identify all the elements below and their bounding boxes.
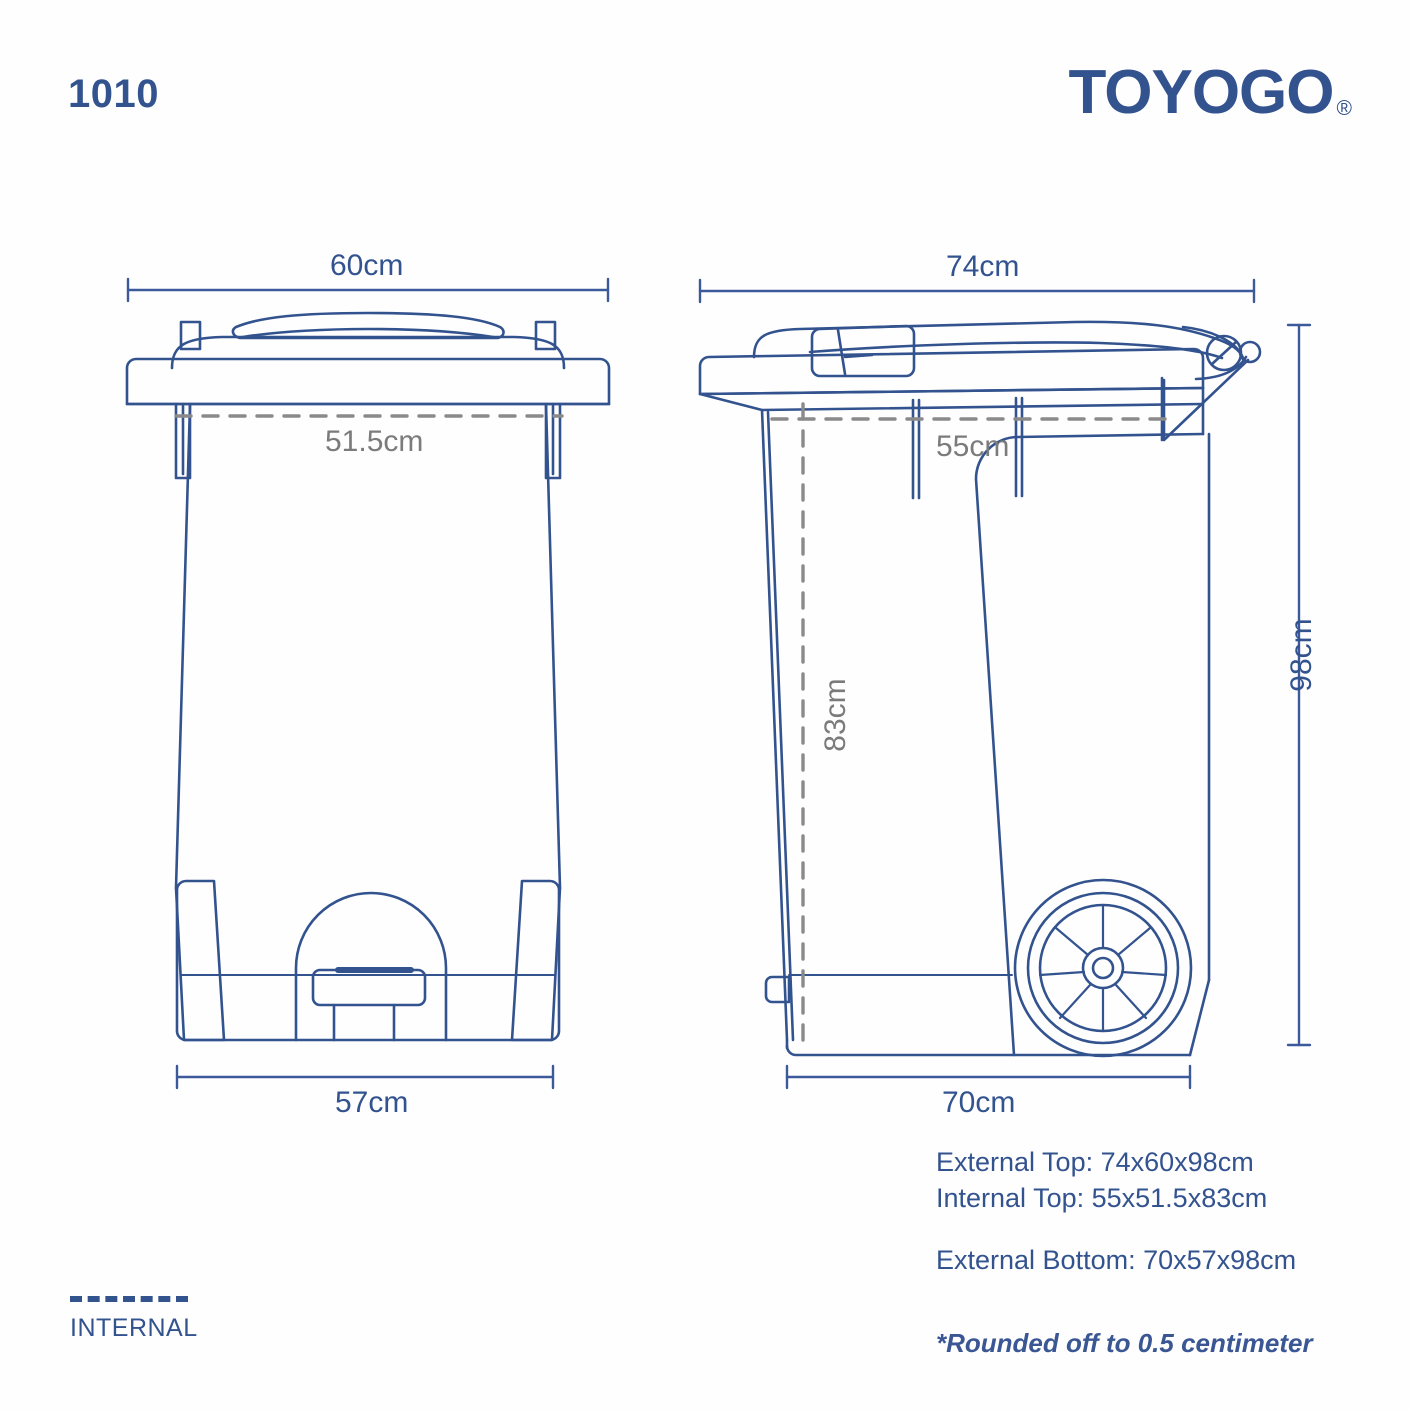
brand-wordmark: TOYOGO	[1068, 58, 1335, 127]
side-bottom-dimension-label: 70cm	[942, 1086, 1016, 1119]
side-lid-crease	[808, 341, 1224, 360]
front-view-group	[125, 277, 611, 1090]
footnote: *Rounded off to 0.5 centimeter	[936, 1328, 1313, 1358]
front-base-outline	[174, 886, 562, 1042]
side-rim-underside	[698, 392, 1205, 412]
spec-external-bottom: External Bottom: 70x57x98cm	[936, 1244, 1297, 1275]
front-foot-right	[510, 879, 561, 1042]
side-body-bottom	[785, 1044, 1192, 1057]
side-wheel	[1013, 878, 1193, 1058]
front-top-dimension-label: 60cm	[330, 249, 404, 282]
front-lid-handle	[231, 311, 505, 340]
side-hinge-bracket	[1162, 358, 1250, 442]
spec-external-top: External Top: 74x60x98cm	[936, 1147, 1254, 1177]
side-rear-shoulder	[974, 432, 1205, 1057]
legend-dashed-line-icon	[70, 1296, 188, 1302]
front-pedal-dome	[294, 891, 448, 1042]
side-top-dimension-line	[698, 278, 1256, 304]
wheel-rim-outer	[1038, 903, 1168, 1033]
front-lid-tab-left	[179, 320, 202, 351]
front-body-left-wall	[174, 402, 192, 890]
front-clip-left	[174, 402, 192, 480]
side-view-group	[698, 278, 1312, 1090]
side-body-left-wall-inner	[766, 410, 795, 1042]
side-hinge-circle-large	[1205, 334, 1243, 372]
side-bottom-dimension-line	[785, 1064, 1192, 1090]
product-code: 1010	[68, 72, 159, 116]
front-lid-tab-right	[534, 320, 557, 351]
spec-internal-top: Internal Top: 55x51.5x83cm	[936, 1182, 1268, 1213]
side-lid-rim-base	[698, 386, 1205, 396]
side-body-left-wall	[760, 408, 789, 1042]
side-hinge-arm-bottom	[1194, 355, 1248, 381]
side-lid-latch	[810, 324, 916, 378]
wheel-hub-center	[1091, 956, 1115, 980]
side-top-dimension-label: 74cm	[946, 250, 1020, 283]
front-lid-dome	[170, 335, 566, 370]
front-bottom-dimension-label: 57cm	[335, 1086, 409, 1119]
front-body-right-wall	[544, 402, 562, 890]
side-lid-rim	[698, 347, 1205, 396]
side-lid-top-profile	[752, 320, 1245, 360]
side-lid-latch-groove	[836, 328, 847, 376]
front-clip-right	[544, 402, 562, 480]
front-foot-left	[175, 879, 226, 1042]
front-lid-rim	[125, 357, 611, 406]
side-hinge-slash	[1210, 340, 1238, 366]
side-hinge-arm-top	[1181, 325, 1242, 354]
wheel-tire-outer	[1013, 878, 1193, 1058]
side-external-height-label: 98cm	[1285, 618, 1318, 692]
front-internal-width-label: 51.5cm	[325, 425, 424, 458]
spec-block: External Top: 74x60x98cm Internal Top: 5…	[936, 1145, 1296, 1279]
side-hinge-circle-small	[1238, 340, 1262, 364]
registered-trademark-icon: ®	[1336, 97, 1352, 120]
side-pedal-tab	[764, 975, 791, 1004]
front-lid-handle-crease	[241, 327, 495, 339]
front-top-dimension-line	[126, 277, 610, 303]
internal-legend: INTERNAL	[70, 1296, 198, 1341]
wheel-tire-inner	[1026, 891, 1180, 1045]
legend-internal-label: INTERNAL	[70, 1314, 198, 1342]
side-rear-bottom-edge	[1188, 978, 1211, 1057]
side-lid-latch-line	[843, 353, 874, 359]
front-bottom-dimension-line	[175, 1064, 555, 1090]
side-internal-depth-label: 55cm	[936, 430, 1010, 463]
spec-spacer	[936, 1217, 1296, 1243]
side-internal-height-label: 83cm	[819, 678, 852, 752]
front-pedal-bar	[311, 968, 427, 1007]
brand-logo: TOYOGO ®	[1069, 62, 1353, 124]
wheel-spokes	[1038, 903, 1168, 1033]
wheel-hub	[1081, 946, 1125, 990]
